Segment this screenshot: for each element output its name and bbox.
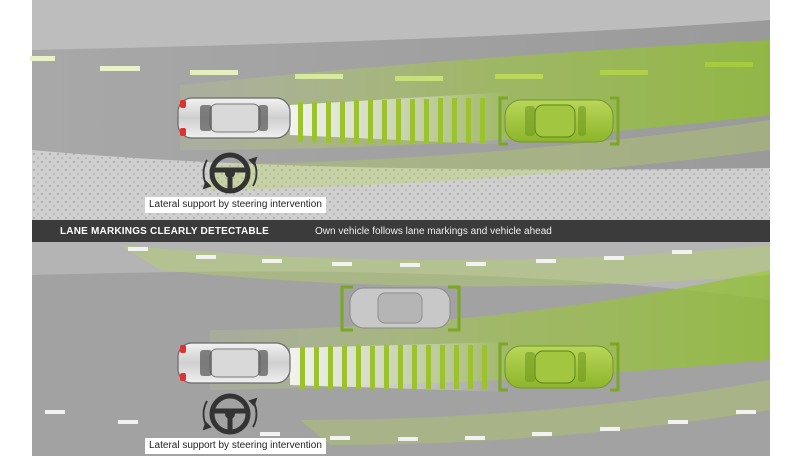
rotation-arrow-icon bbox=[202, 397, 258, 431]
lane-markers-lower-bottom bbox=[45, 410, 756, 441]
vehicle-ahead-bottom bbox=[504, 345, 614, 389]
target-bracket-bottom bbox=[498, 342, 620, 392]
rotation-arrow-icon bbox=[202, 156, 258, 190]
bottom-panel bbox=[32, 242, 770, 456]
vehicle-ahead-top bbox=[504, 99, 614, 143]
target-bracket-top bbox=[498, 96, 620, 146]
own-vehicle-bottom bbox=[177, 342, 291, 384]
adjacent-vehicle-bottom bbox=[349, 287, 451, 329]
top-panel bbox=[30, 0, 770, 220]
green-lower-band-top bbox=[210, 120, 770, 190]
caption-top: Lateral support by steering intervention bbox=[145, 197, 326, 213]
adjacent-vehicle-bracket bbox=[340, 285, 461, 332]
divider-heading: LANE MARKINGS CLEARLY DETECTABLE bbox=[60, 225, 270, 237]
steering-wheel-icon bbox=[209, 393, 251, 435]
green-upper-band-bottom bbox=[120, 245, 770, 287]
divider-bar: LANE MARKINGS CLEARLY DETECTABLE Own veh… bbox=[32, 220, 770, 242]
steering-wheel-icon bbox=[209, 152, 251, 194]
lane-markers-upper-bottom bbox=[128, 247, 692, 267]
divider-description: Own vehicle follows lane markings and ve… bbox=[315, 225, 552, 237]
guidance-stripes-top bbox=[298, 98, 485, 143]
green-lower-band-bottom bbox=[300, 380, 770, 445]
road-shoulder-bottom bbox=[32, 242, 770, 300]
lane-dashes-top bbox=[30, 56, 753, 81]
own-vehicle-top bbox=[177, 97, 291, 139]
caption-bottom: Lateral support by steering intervention bbox=[145, 438, 326, 454]
guidance-stripes-bottom bbox=[300, 345, 487, 389]
road-upper-area bbox=[32, 0, 770, 50]
